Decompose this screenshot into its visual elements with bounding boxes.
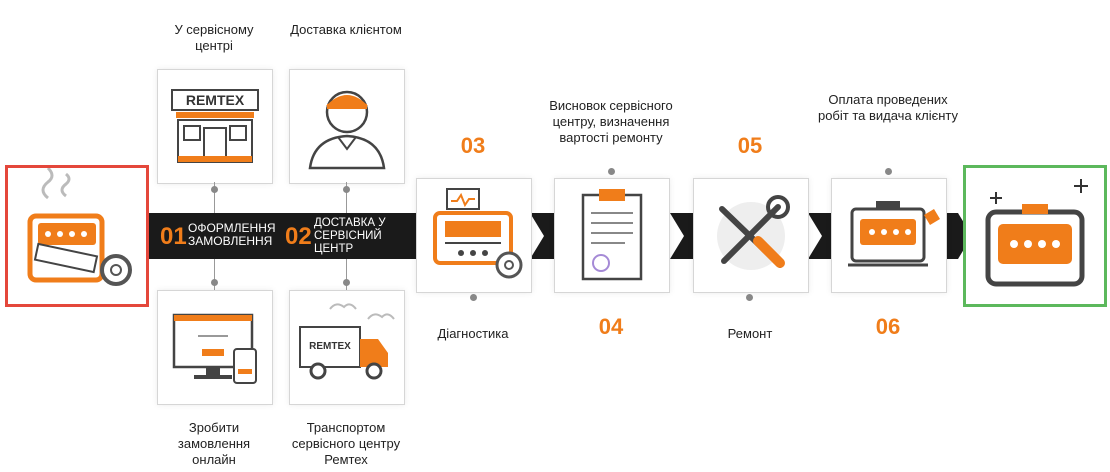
step-number-05: 05 xyxy=(737,133,763,158)
generator-diagnostics-icon xyxy=(433,188,523,279)
start-card xyxy=(5,165,149,307)
chevron-divider xyxy=(530,213,544,259)
diagnostics-card xyxy=(416,178,532,293)
online-order-label: Зробити замовлення онлайн xyxy=(177,420,251,467)
clipboard-report-icon xyxy=(581,189,643,281)
courier-icon xyxy=(308,90,386,170)
client-delivery-label: Доставка клієнтом xyxy=(290,22,402,37)
diagnostics-label: Діагностика xyxy=(437,326,509,341)
payment-card xyxy=(831,178,947,293)
connector-dot xyxy=(470,294,477,301)
end-card xyxy=(963,165,1107,307)
step-number-04: 04 xyxy=(598,314,624,339)
connector-line xyxy=(214,182,215,213)
chevron-divider xyxy=(670,213,684,259)
truck-delivery-card: REMTEX xyxy=(289,290,405,405)
service-center-card: REMTEX xyxy=(157,69,273,184)
step-number-06: 06 xyxy=(875,314,901,339)
delivery-truck-icon: REMTEX xyxy=(299,303,395,380)
remtex-logo-text: REMTEX xyxy=(186,92,245,108)
connector-dot xyxy=(608,168,615,175)
connector-dot xyxy=(343,279,350,286)
broken-generator-icon xyxy=(27,168,132,286)
payment-label: Оплата проведених робіт та видача клієнт… xyxy=(817,92,959,123)
connector-line xyxy=(346,259,347,290)
step-label: ДОСТАВКА У СЕРВІСНИЙ ЦЕНТР xyxy=(314,217,386,255)
connector-dot xyxy=(211,186,218,193)
chevron-divider xyxy=(808,213,822,259)
tools-icon xyxy=(717,195,790,270)
repair-card xyxy=(693,178,809,293)
generator-payment-icon xyxy=(848,201,940,267)
connector-dot xyxy=(885,168,892,175)
repair-label: Ремонт xyxy=(727,326,773,341)
connector-dot xyxy=(343,186,350,193)
connector-line xyxy=(346,182,347,213)
step-number-03: 03 xyxy=(460,133,486,158)
repaired-generator-icon xyxy=(985,179,1088,287)
connector-dot xyxy=(746,294,753,301)
online-order-card xyxy=(157,290,273,405)
conclusion-label: Висновок сервісного центру, визначення в… xyxy=(549,98,673,145)
truck-logo-text: REMTEX xyxy=(309,341,351,352)
connector-dot xyxy=(211,279,218,286)
step-number: 02 xyxy=(285,223,312,250)
step-label: ОФОРМЛЕННЯ ЗАМОВЛЕННЯ xyxy=(188,221,276,248)
truck-delivery-label: Транспортом сервісного центру Ремтех xyxy=(291,420,401,467)
computer-order-icon xyxy=(172,313,257,384)
connector-line xyxy=(214,259,215,290)
service-center-label: У сервісному центрі xyxy=(174,22,254,53)
storefront-icon: REMTEX xyxy=(171,89,259,163)
step-number: 01 xyxy=(160,223,187,250)
client-delivery-card xyxy=(289,69,405,184)
conclusion-card xyxy=(554,178,670,293)
process-band xyxy=(148,213,958,259)
